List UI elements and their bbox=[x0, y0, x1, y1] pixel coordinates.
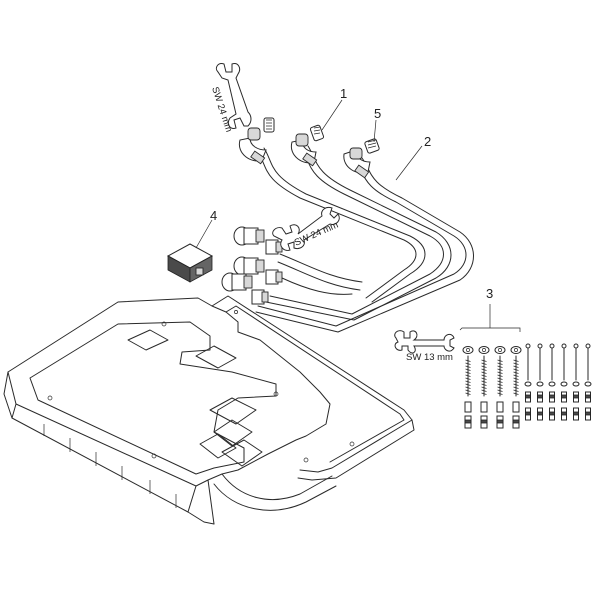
valve-fittings bbox=[221, 226, 283, 305]
wrench-icon bbox=[394, 330, 455, 354]
screw-group-small bbox=[524, 343, 592, 421]
threaded-rod bbox=[584, 343, 592, 421]
connector-item-1 bbox=[247, 117, 325, 147]
callout-4: 4 bbox=[210, 208, 217, 223]
fixing-set bbox=[459, 304, 592, 429]
wrench-size-label-hoses: SW 24 mm bbox=[209, 86, 234, 134]
screw-with-washer bbox=[494, 346, 506, 429]
wrench-icon bbox=[272, 207, 340, 251]
threaded-rod bbox=[560, 343, 568, 421]
callout-2: 2 bbox=[424, 134, 431, 149]
wrench-icon bbox=[215, 63, 252, 129]
screw-with-washer bbox=[478, 346, 490, 429]
mounting-frame bbox=[3, 295, 415, 525]
connector-set bbox=[247, 117, 380, 160]
screw-with-washer bbox=[462, 346, 474, 429]
junction-box bbox=[166, 243, 214, 283]
screw-group-large bbox=[462, 346, 522, 429]
callout-3: 3 bbox=[486, 286, 493, 301]
threaded-rod bbox=[572, 343, 580, 421]
callout-5: 5 bbox=[374, 106, 381, 121]
wrench-size-label-fixings: SW 13 mm bbox=[406, 352, 453, 363]
connector-item-5 bbox=[349, 138, 380, 160]
threaded-rod bbox=[548, 343, 556, 421]
threaded-rod bbox=[524, 343, 532, 421]
threaded-rod bbox=[536, 343, 544, 421]
leader-lines bbox=[195, 99, 423, 249]
callout-1: 1 bbox=[340, 86, 347, 101]
screw-with-washer bbox=[510, 346, 522, 429]
